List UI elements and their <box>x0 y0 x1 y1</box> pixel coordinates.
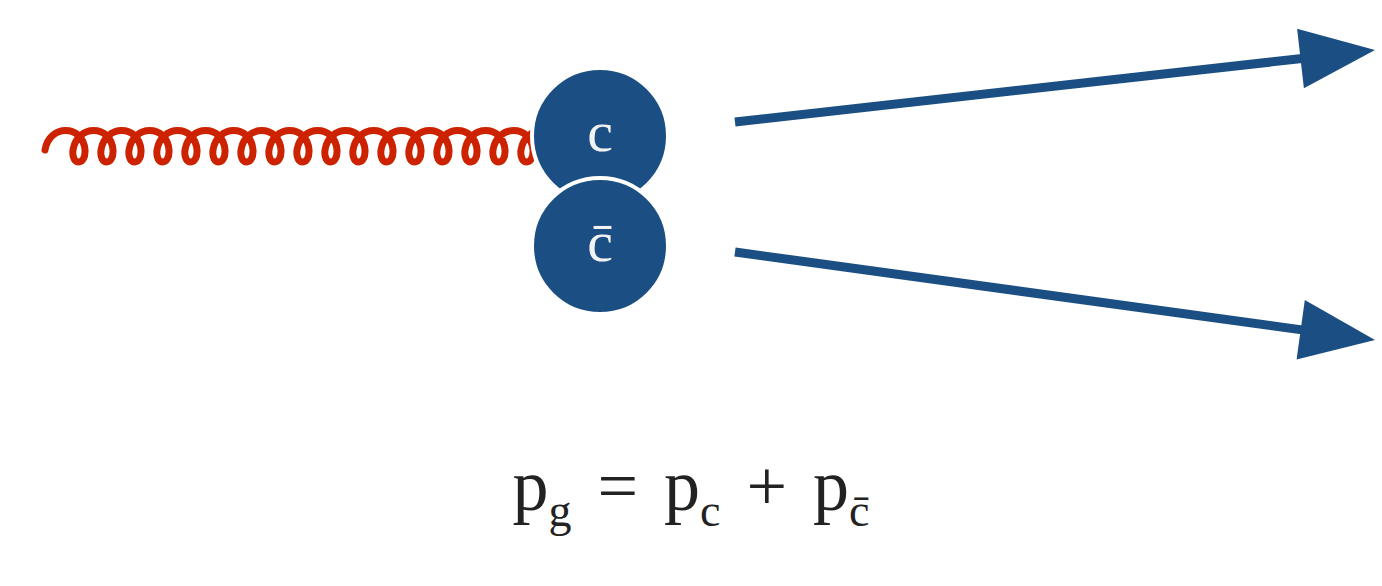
quark-label: c <box>587 103 613 161</box>
subscript: g <box>548 488 571 534</box>
anticharm-quark-circle: c̄ <box>530 176 670 316</box>
antiquark-arrow-shaft <box>735 252 1302 330</box>
momentum-equation: pg=pc+pc̄ <box>0 450 1382 522</box>
quark-label: c̄ <box>587 213 613 271</box>
operator: + <box>747 450 788 522</box>
momentum-symbol: p <box>813 450 849 522</box>
subscript: c̄ <box>849 488 869 534</box>
subscript: c <box>700 488 720 534</box>
momentum-symbol: p <box>664 450 700 522</box>
momentum-symbol: p <box>512 450 548 522</box>
quark-arrow-head <box>1297 29 1375 89</box>
quark-arrow-shaft <box>735 59 1302 123</box>
gluon-coil <box>45 131 561 163</box>
operator: = <box>597 450 638 522</box>
antiquark-arrow-head <box>1297 300 1375 359</box>
